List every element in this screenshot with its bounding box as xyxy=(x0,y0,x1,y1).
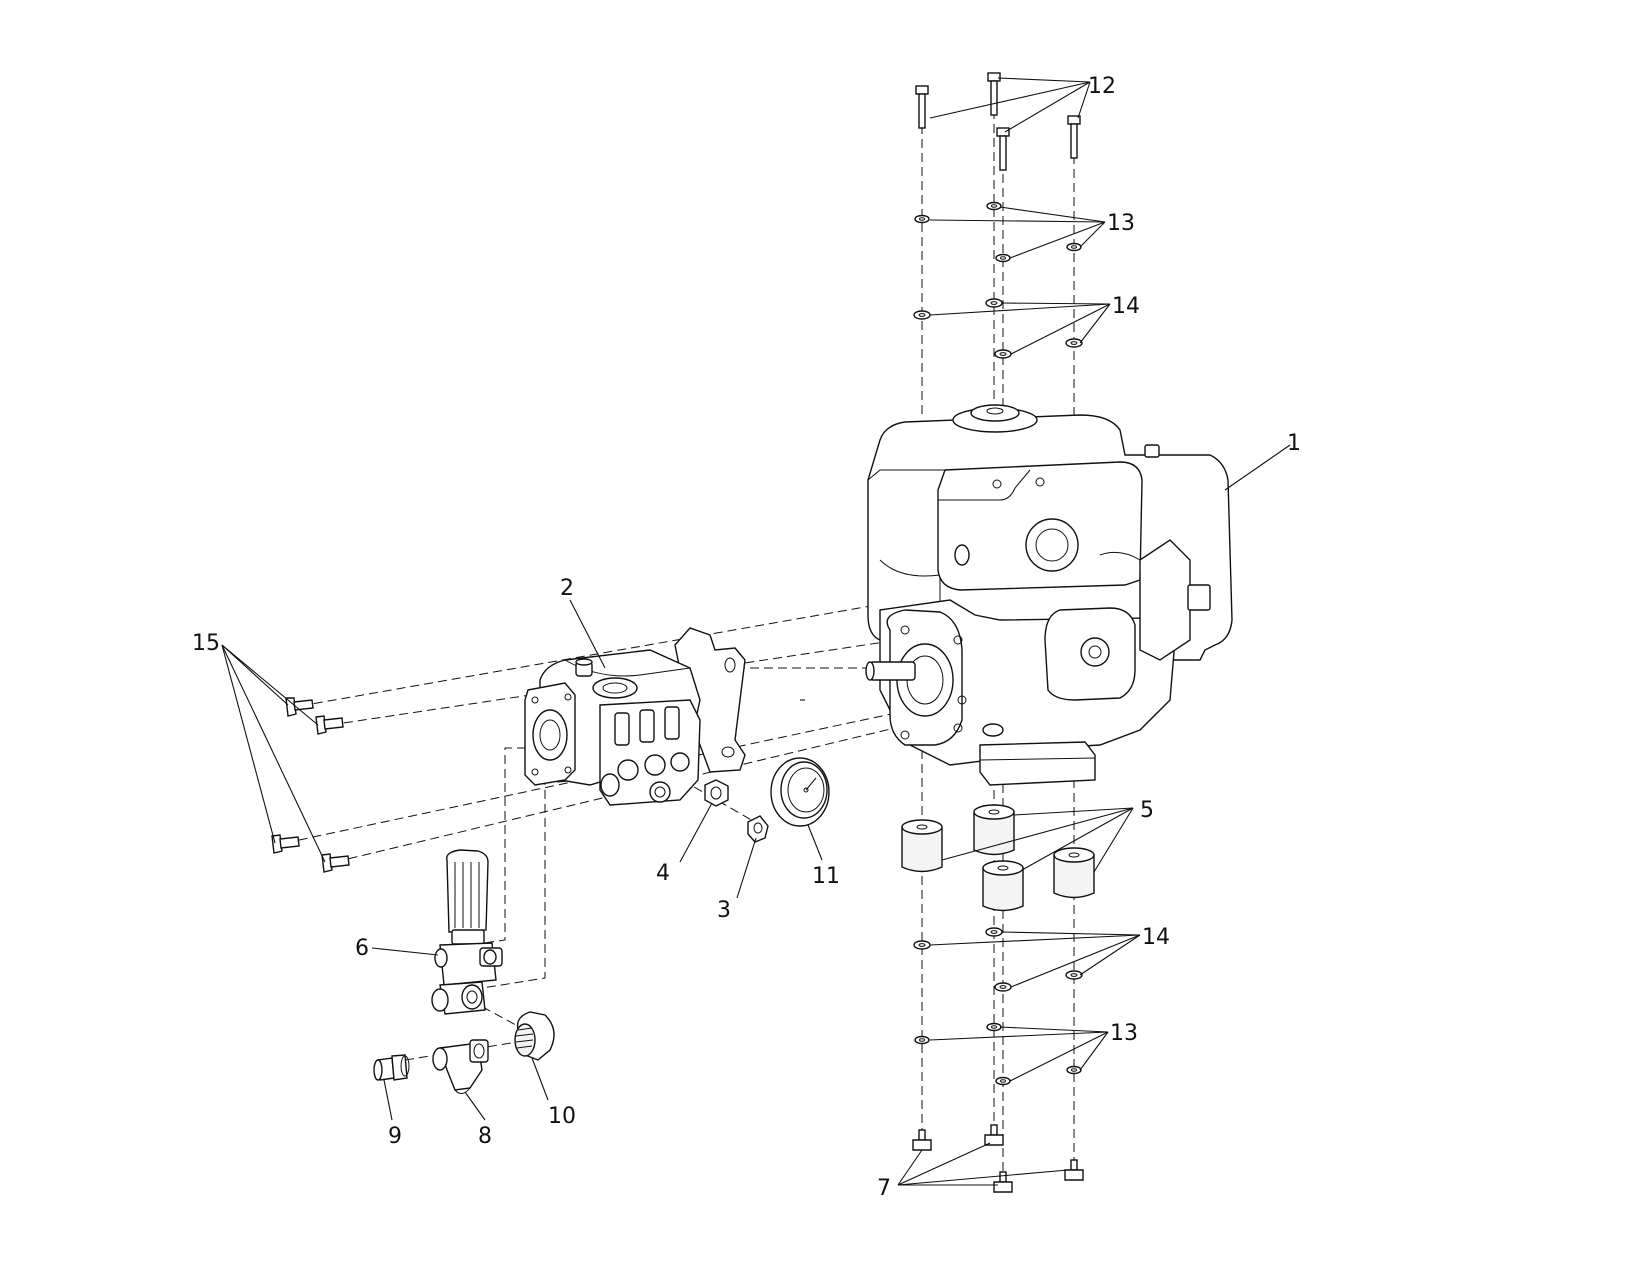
callout-13-top: 13 xyxy=(1107,211,1135,236)
lower-washers xyxy=(913,927,1083,1086)
callout-7: 7 xyxy=(877,1176,891,1201)
bolt xyxy=(315,715,344,735)
inlet-filter xyxy=(432,1039,489,1094)
pressure-gauge xyxy=(770,757,830,827)
pump xyxy=(524,627,746,806)
engine xyxy=(865,404,1233,786)
callout-15: 15 xyxy=(192,631,220,656)
callout-labels: 1 2 3 4 5 6 7 8 9 10 11 12 13 13 14 14 1… xyxy=(192,74,1301,1201)
rubber-mount xyxy=(901,819,943,873)
top-bolts xyxy=(915,72,1081,171)
bolt xyxy=(1064,1159,1084,1181)
inlet-elbow xyxy=(514,1011,555,1061)
bolt xyxy=(987,72,1001,116)
leader-lines xyxy=(221,77,1291,1186)
callout-2: 2 xyxy=(560,576,574,601)
callout-4: 4 xyxy=(656,861,670,886)
callout-3: 3 xyxy=(717,898,731,923)
pump-bolts xyxy=(271,697,350,873)
callout-8: 8 xyxy=(478,1124,492,1149)
bolt xyxy=(321,853,350,873)
vertical-assembly-axes xyxy=(921,110,1075,1175)
bolt xyxy=(996,127,1010,171)
rubber-mount xyxy=(982,860,1024,912)
bolt xyxy=(993,1171,1013,1193)
elbow-fitting xyxy=(747,815,769,843)
bolt xyxy=(912,1129,932,1151)
vibration-mounts xyxy=(901,804,1095,912)
bolt xyxy=(285,697,314,717)
rubber-mount xyxy=(1053,847,1095,899)
callout-10: 10 xyxy=(548,1104,576,1129)
callout-1: 1 xyxy=(1287,431,1301,456)
callout-13-bottom: 13 xyxy=(1110,1021,1138,1046)
bolt xyxy=(271,834,300,854)
inlet-coupler xyxy=(373,1054,410,1081)
bolt xyxy=(915,85,929,129)
callout-14-top: 14 xyxy=(1112,294,1140,319)
bottom-bolts xyxy=(912,1124,1084,1193)
bolt xyxy=(984,1124,1004,1146)
callout-6: 6 xyxy=(355,936,369,961)
callout-5: 5 xyxy=(1140,798,1154,823)
callout-11: 11 xyxy=(812,864,840,889)
callout-14-bottom: 14 xyxy=(1142,925,1170,950)
callout-9: 9 xyxy=(388,1124,402,1149)
unloader-valve xyxy=(431,849,503,1015)
hex-fitting xyxy=(704,779,729,807)
upper-washers xyxy=(913,201,1083,359)
callout-12: 12 xyxy=(1088,74,1116,99)
rubber-mount xyxy=(973,804,1015,856)
fittings xyxy=(704,779,769,843)
bolt xyxy=(1067,115,1081,159)
